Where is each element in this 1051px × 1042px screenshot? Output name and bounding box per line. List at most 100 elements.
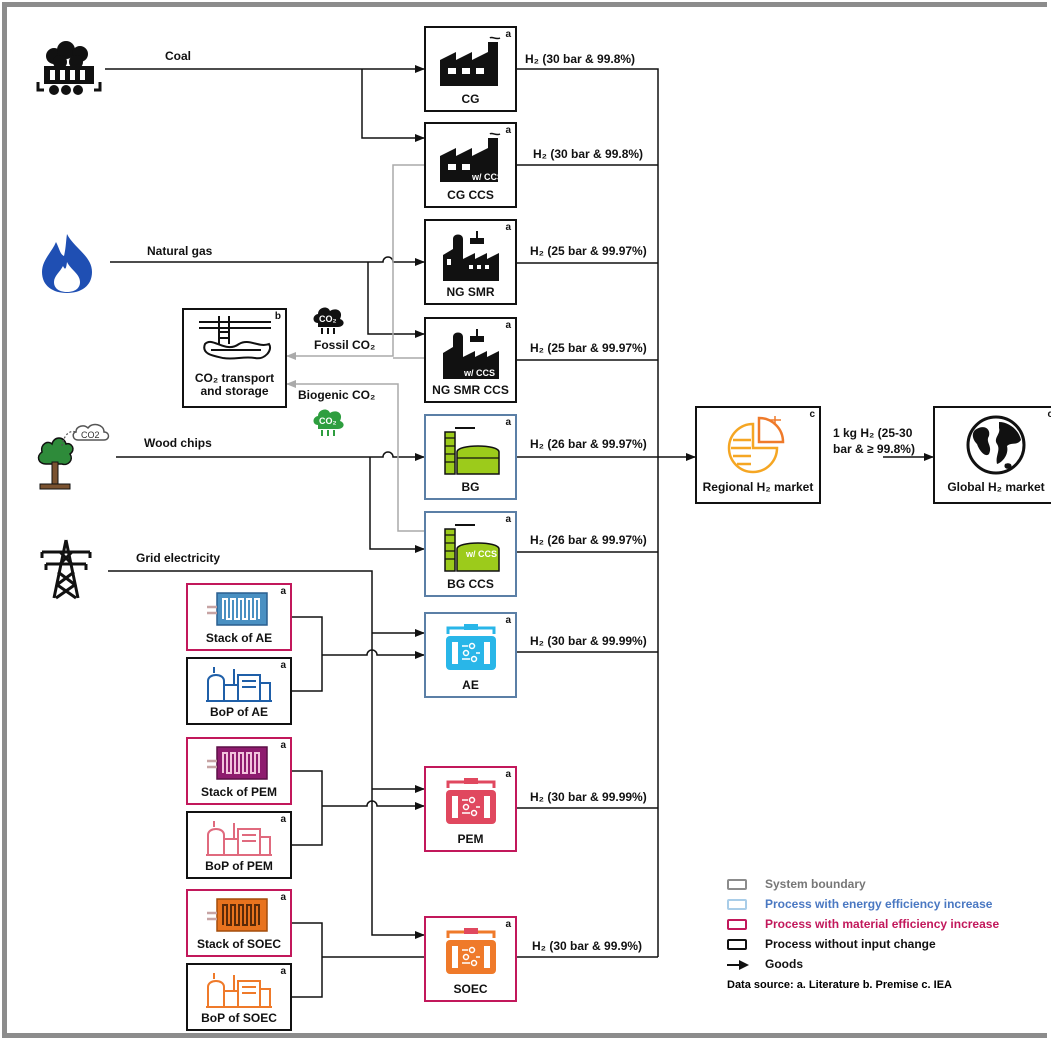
stack-ae-icon (207, 592, 268, 626)
global-market-box: c Global H₂ market (933, 406, 1051, 504)
regional-market-caption: Regional H₂ market (702, 480, 814, 494)
natural-gas-branch-line (367, 262, 425, 338)
balance-of-plant-soec-icon (206, 973, 272, 1008)
process-cg-ccs-box: a w/ CCS CG CCS (424, 122, 517, 208)
process-soec-box: a SOEC (424, 916, 517, 1002)
flame-icon (38, 232, 96, 299)
ng-smr-output-label: H₂ (25 bar & 99.97%) (530, 244, 647, 258)
market-flow-label: 1 kg H₂ (25-30 bar & ≥ 99.8%) (833, 425, 915, 457)
energy-swatch (727, 899, 747, 910)
ng-smr-source: a (505, 222, 511, 233)
soec-caption: SOEC (453, 982, 488, 996)
grid-line (108, 570, 425, 939)
cg-ccs-caption: CG CCS (447, 188, 494, 202)
coal-label: Coal (165, 49, 192, 63)
soec-source: a (505, 919, 511, 930)
bop-pem-box: a BoP of PEM (186, 811, 292, 879)
process-ng-smr-ccs-box: a w/ CCS NG SMR CCS (424, 317, 517, 403)
bop-pem-source: a (280, 814, 286, 825)
refinery-ccs-icon (442, 329, 499, 379)
soec-output-label: H₂ (30 bar & 99.9%) (532, 939, 643, 953)
goods-text: Goods (765, 957, 803, 971)
goods-arrow-icon (727, 960, 749, 970)
bg-source: a (505, 417, 511, 428)
ng-smr-ccs-tag: w/ CCS (464, 368, 496, 378)
stack-pem-box: a Stack of PEM (186, 737, 292, 805)
fossil-co2-label: Fossil CO₂ (314, 338, 376, 352)
ng-smr-ccs-output-label: H₂ (25 bar & 99.97%) (530, 341, 647, 355)
process-cg-box: a CG (424, 26, 517, 112)
stack-pem-icon (207, 746, 268, 780)
bop-ae-caption: BoP of AE (209, 705, 268, 719)
electrolyzer-pem-icon (445, 778, 496, 824)
tree-co2-icon: CO2 (32, 420, 112, 497)
fossil-co2-line (286, 164, 424, 360)
process-bg-ccs-box: a w/ CCS BG CCS (424, 511, 517, 597)
market-flow-line2: bar & ≥ 99.8%) (833, 442, 915, 456)
ng-smr-ccs-source: a (505, 320, 511, 331)
stack-ae-source: a (280, 586, 286, 597)
data-source-text: Data source: a. Literature b. Premise c.… (727, 979, 952, 991)
factory-icon (439, 36, 500, 86)
material-text: Process with material efficiency increas… (765, 917, 1000, 931)
natural-gas-label: Natural gas (147, 244, 213, 258)
regional-market-source: c (809, 409, 815, 420)
wood-chips-label: Wood chips (144, 436, 212, 450)
cg-source: a (505, 29, 511, 40)
biogenic-co2-line (286, 380, 424, 532)
bg-ccs-source: a (505, 514, 511, 525)
no-change-text: Process without input change (765, 937, 936, 951)
coal-cart-icon (36, 40, 102, 103)
ng-smr-caption: NG SMR (446, 285, 495, 299)
globe-icon (966, 415, 1026, 475)
grid-electricity-label: Grid electricity (136, 551, 221, 565)
pem-caption: PEM (457, 832, 484, 846)
pipeline-icon (198, 316, 271, 360)
energy-text: Process with energy efficiency increase (765, 897, 993, 911)
bop-pem-caption: BoP of PEM (205, 859, 273, 873)
stack-ae-caption: Stack of AE (205, 631, 273, 645)
fossil-co2-cloud-icon: CO₂ (310, 303, 346, 340)
co2-storage-source: b (274, 311, 281, 322)
process-ng-smr-box: a NG SMR (424, 219, 517, 305)
system-boundary-swatch (727, 879, 747, 890)
material-swatch (727, 919, 747, 930)
transmission-tower-icon (38, 538, 94, 605)
process-ae-box: a AE (424, 612, 517, 698)
ng-smr-ccs-caption: NG SMR CCS (432, 383, 509, 397)
h2-outputs-line (517, 68, 659, 958)
process-bg-box: a BG (424, 414, 517, 500)
global-market-caption: Global H₂ market (947, 480, 1045, 494)
pem-output-label: H₂ (30 bar & 99.99%) (530, 790, 647, 804)
ae-source: a (505, 615, 511, 626)
coal-branch-line (361, 69, 425, 142)
bop-ae-source: a (280, 660, 286, 671)
stack-pem-caption: Stack of PEM (200, 785, 278, 799)
bg-caption: BG (461, 480, 480, 494)
bg-ccs-output-label: H₂ (26 bar & 99.97%) (530, 533, 647, 547)
stack-pem-source: a (280, 740, 286, 751)
stack-ae-box: a Stack of AE (186, 583, 292, 651)
ae-output-label: H₂ (30 bar & 99.99%) (530, 634, 647, 648)
system-boundary-text: System boundary (765, 877, 866, 891)
bop-soec-box: a BoP of SOEC (186, 963, 292, 1031)
balance-of-plant-pem-icon (206, 821, 272, 856)
factory-ccs-icon (439, 132, 500, 182)
market-flow-line1: 1 kg H₂ (25-30 (833, 426, 913, 440)
cg-ccs-tag: w/ CCS (472, 172, 504, 182)
bop-soec-caption: BoP of SOEC (201, 1011, 277, 1025)
cg-ccs-source: a (505, 125, 511, 136)
bg-ccs-caption: BG CCS (447, 577, 494, 591)
process-pem-box: a PEM (424, 766, 517, 852)
wood-chips-line (116, 451, 425, 461)
biogas-plant-ccs-icon (443, 524, 500, 572)
svg-text:CO₂: CO₂ (319, 314, 337, 324)
stack-soec-icon (207, 898, 268, 932)
balance-of-plant-ae-icon (206, 667, 272, 702)
ae-components-line (292, 616, 424, 692)
cg-output-label: H₂ (30 bar & 99.8%) (525, 52, 636, 66)
market-chart-icon (727, 416, 785, 474)
biogas-plant-icon (443, 427, 500, 475)
